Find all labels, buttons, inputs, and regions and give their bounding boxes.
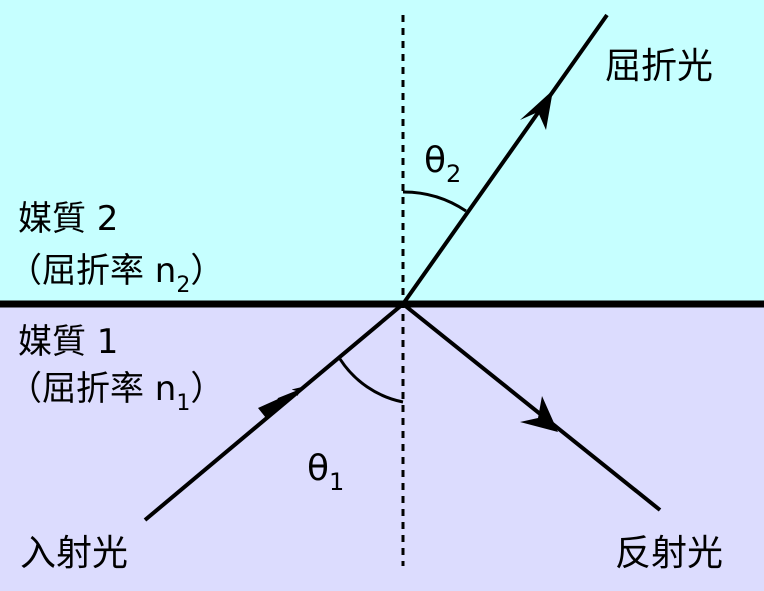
theta1-label: θ1 [307, 448, 344, 496]
incident-ray [143, 302, 405, 522]
medium-2-region [0, 0, 764, 304]
medium2-index: （屈折率 n2） [8, 251, 224, 298]
refracted-light-label: 屈折光 [605, 46, 713, 87]
reflected-light-label: 反射光 [615, 533, 723, 574]
reflected-ray [401, 302, 662, 512]
refracted-arrowhead [520, 90, 553, 130]
theta2-arc [402, 190, 467, 213]
incident-light-label: 入射光 [20, 533, 128, 574]
theta1-arc [338, 358, 404, 404]
medium1-index: （屈折率 n1） [8, 369, 224, 416]
theta2-label: θ2 [424, 140, 461, 188]
refracted-ray [401, 13, 609, 306]
medium2-name: 媒質 2 [18, 199, 118, 239]
medium1-name: 媒質 1 [18, 322, 118, 362]
medium-1-region [0, 304, 764, 591]
reflected-arrowhead [520, 396, 558, 432]
